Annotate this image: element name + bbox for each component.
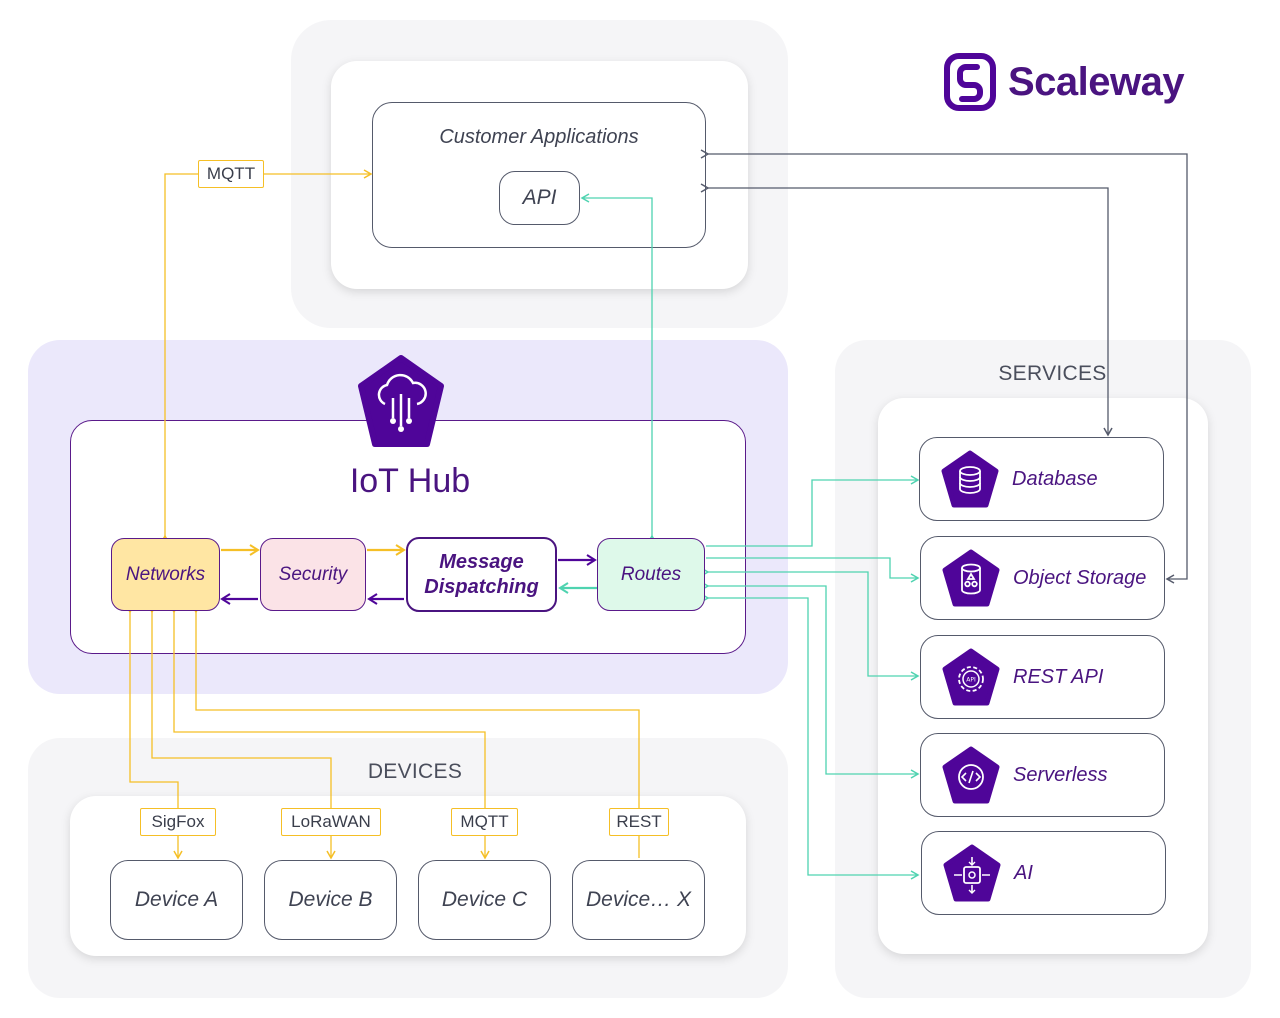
device-box: Device A [110, 860, 243, 940]
service-database: Database [919, 437, 1164, 521]
device-label: Device A [134, 888, 219, 911]
database-icon [941, 450, 999, 508]
mqtt-top-connector [160, 169, 373, 544]
customer-applications-label: Customer Applications [439, 126, 639, 148]
service-rest-api: API REST API [920, 635, 1165, 719]
rest-protocol-tag: REST [609, 808, 669, 836]
security-label: Security [278, 563, 348, 585]
service-label: REST API [1013, 665, 1104, 688]
device-box: Device… X [572, 860, 705, 940]
networks-label: Networks [125, 563, 206, 585]
lorawan-protocol-tag: LoRaWAN [281, 808, 381, 836]
mqtt-protocol-tag: MQTT [198, 160, 264, 188]
api-box [499, 171, 580, 225]
sigfox-protocol-tag: SigFox [140, 808, 216, 836]
networks-node: Networks [111, 538, 220, 611]
message-dispatching-node: Message Dispatching [406, 537, 557, 612]
device-box: Device C [418, 860, 551, 940]
api-label: API [522, 186, 557, 209]
service-ai: AI [921, 831, 1166, 915]
customer-services-connectors [700, 149, 1188, 584]
ai-icon [943, 844, 1001, 902]
security-node: Security [260, 538, 366, 611]
iot-hub-title: IoT Hub [349, 462, 471, 500]
object-storage-icon [942, 549, 1000, 607]
device-box: Device B [264, 860, 397, 940]
service-object-storage: Object Storage [920, 536, 1165, 620]
message-dispatching-label-line2: Dispatching [424, 575, 539, 598]
device-label: Device… X [585, 888, 692, 911]
service-label: AI [1014, 861, 1033, 884]
iot-hub-cloud-icon [358, 355, 444, 447]
device-label: Device B [288, 888, 373, 911]
routes-node: Routes [597, 538, 705, 611]
serverless-icon [942, 746, 1000, 804]
device-label: Device C [441, 888, 528, 911]
api-routes-connector [580, 193, 657, 544]
devices-group-label: DEVICES [367, 760, 463, 783]
routes-label: Routes [620, 563, 682, 585]
service-label: Object Storage [1013, 566, 1147, 589]
service-label: Database [1012, 467, 1098, 490]
scaleway-logo-icon [944, 53, 996, 111]
message-dispatching-label-line1: Message [439, 550, 524, 573]
brand-name: Scaleway [1008, 59, 1185, 104]
services-group-label: SERVICES [998, 362, 1107, 385]
scaleway-logo: Scaleway [944, 52, 1194, 112]
mqtt-device-protocol-tag: MQTT [451, 808, 518, 836]
service-label: Serverless [1013, 763, 1108, 786]
routes-services-connectors [700, 475, 920, 880]
svg-text:API: API [966, 677, 976, 684]
rest-api-icon: API [942, 648, 1000, 706]
service-serverless: Serverless [920, 733, 1165, 817]
